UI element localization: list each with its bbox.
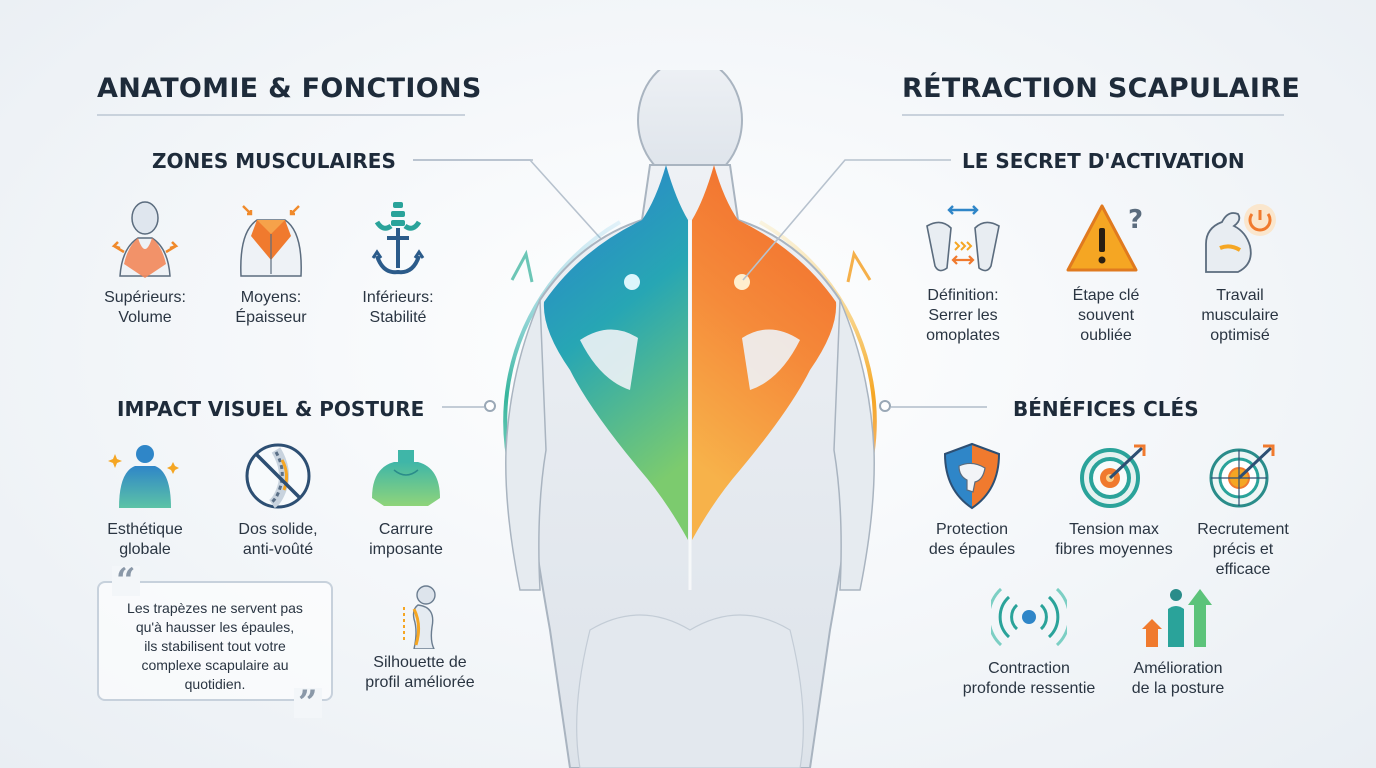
scapula-squeeze-icon bbox=[926, 205, 1000, 272]
benefits-connector-dot bbox=[879, 400, 891, 412]
impact-heading: IMPACT VISUEL & POSTURE bbox=[117, 397, 425, 421]
zone-item-moyens: Moyens:Épaisseur bbox=[206, 198, 336, 328]
back-muscle-figure bbox=[503, 70, 877, 768]
posture-growth-icon bbox=[1142, 589, 1212, 647]
right-title-divider bbox=[902, 114, 1284, 116]
left-section-title: ANATOMIE & FONCTIONS bbox=[97, 73, 482, 104]
broad-shoulders-icon bbox=[372, 450, 440, 506]
secret-pointer-line bbox=[742, 159, 951, 281]
svg-text:?: ? bbox=[1128, 205, 1143, 235]
impact-connector-dot bbox=[484, 400, 496, 412]
target-arrow-icon bbox=[1080, 444, 1146, 508]
benefits-connector-line bbox=[891, 406, 987, 408]
close-quote-icon: ” bbox=[294, 686, 322, 720]
mid-back-muscle-icon bbox=[240, 205, 302, 277]
profile-silhouette-icon bbox=[403, 585, 436, 649]
flexed-arm-power-icon bbox=[1205, 204, 1276, 273]
secret-heading: LE SECRET D'ACTIVATION bbox=[962, 149, 1245, 173]
no-hunch-spine-icon bbox=[245, 443, 311, 509]
zone-item-superieurs: Supérieurs:Volume bbox=[80, 198, 210, 328]
quote-line: Les trapèzes ne servent pas bbox=[127, 600, 303, 616]
shield-shoulder-icon bbox=[943, 442, 1001, 510]
sparkle-torso-icon bbox=[108, 445, 179, 508]
precision-target-icon bbox=[1209, 444, 1275, 508]
radiating-waves-icon bbox=[991, 587, 1067, 647]
quote-line: quotidien. bbox=[184, 676, 246, 692]
zones-heading: ZONES MUSCULAIRES bbox=[152, 149, 396, 173]
warning-question-icon: ? bbox=[1066, 204, 1143, 272]
right-section-title: RÉTRACTION SCAPULAIRE bbox=[902, 73, 1301, 104]
left-title-divider bbox=[97, 114, 465, 116]
open-quote-icon: “ bbox=[112, 564, 140, 598]
zone-item-inferieurs: Inférieurs:Stabilité bbox=[333, 198, 463, 328]
quote-line: qu'à hausser les épaules, bbox=[135, 619, 295, 635]
quote-line: ils stabilisent tout votre bbox=[144, 638, 286, 654]
trapezius-quote-box: Les trapèzes ne servent pas qu'à hausser… bbox=[97, 581, 333, 701]
neck-trapezius-icon bbox=[111, 201, 179, 278]
quote-line: complexe scapulaire au bbox=[141, 657, 289, 673]
impact-item-dos-solide: Dos solide,anti-voûté bbox=[213, 440, 343, 560]
impact-connector-line bbox=[442, 406, 484, 408]
benefits-heading: BÉNÉFICES CLÉS bbox=[1013, 397, 1199, 421]
spine-anchor-icon bbox=[371, 202, 425, 275]
